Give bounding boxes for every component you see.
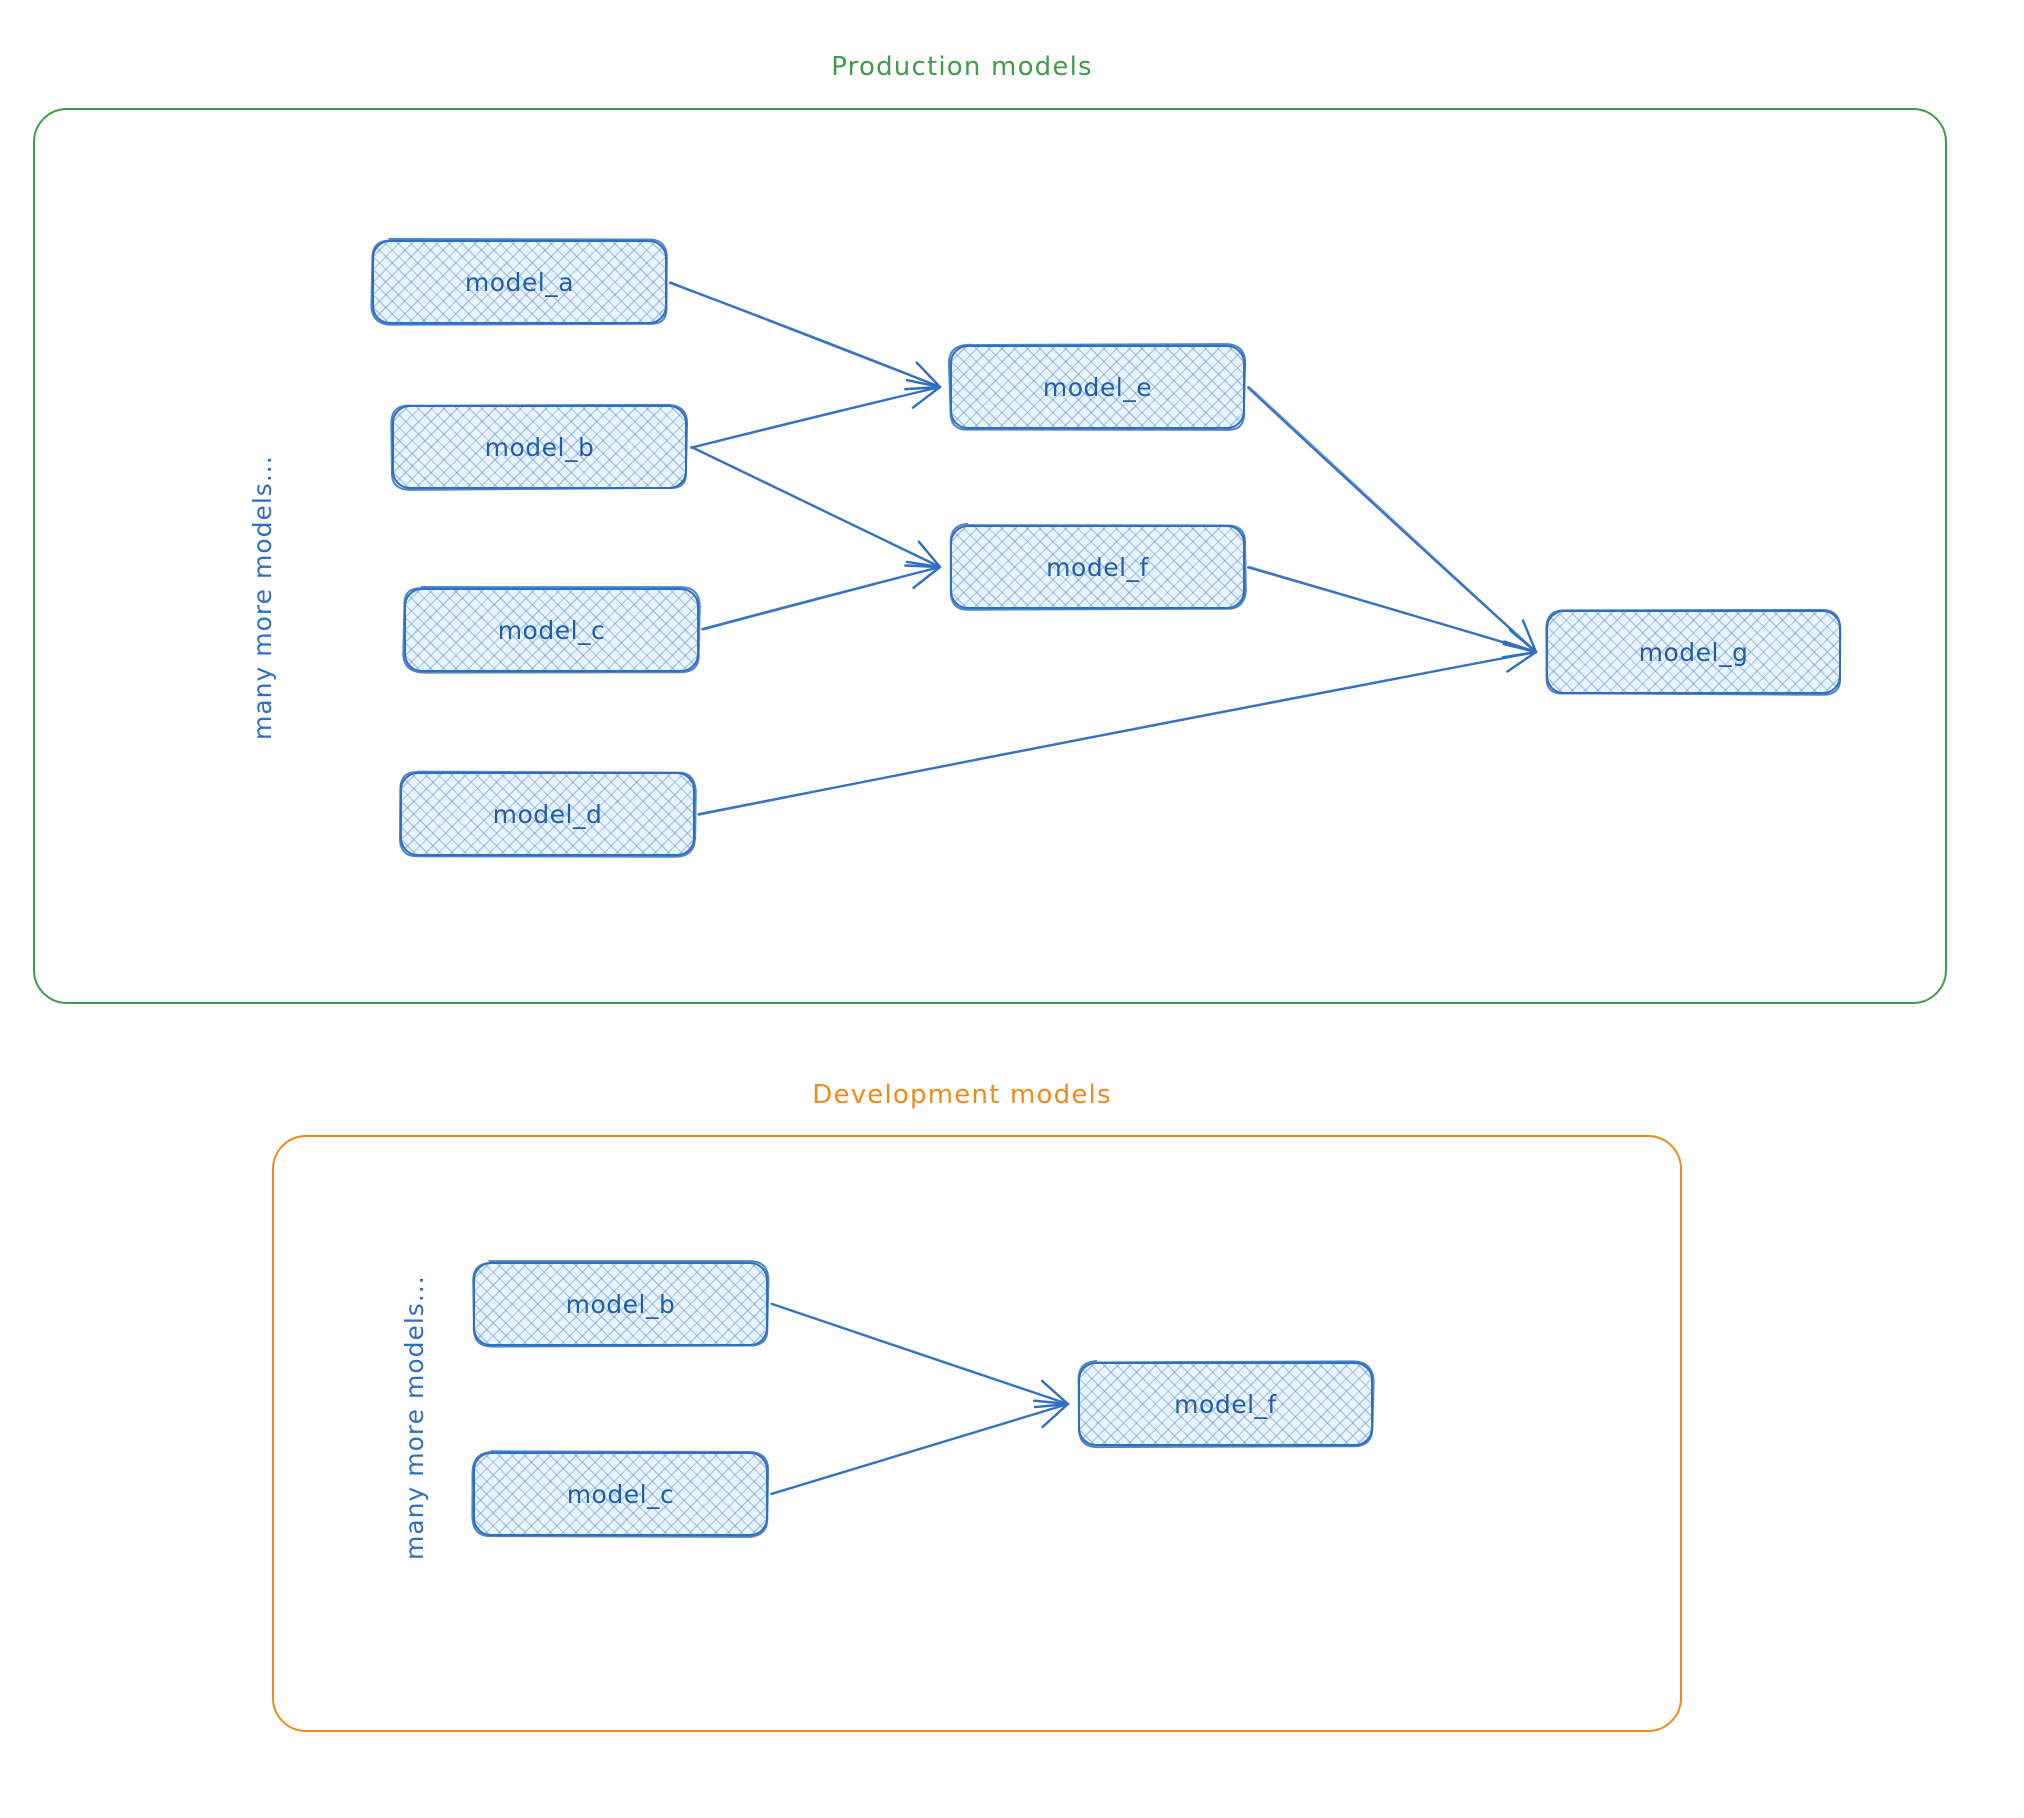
model-node-model_f[interactable]: model_f bbox=[950, 525, 1245, 609]
model-node-label: model_e bbox=[1042, 372, 1153, 402]
model-node-label: model_f bbox=[1046, 552, 1149, 582]
model-node-model_g[interactable]: model_g bbox=[1546, 610, 1841, 694]
many-more-models-label-production: many more models... bbox=[248, 455, 277, 740]
model-node-label: model_c bbox=[566, 1479, 675, 1509]
model-node-label: model_c bbox=[497, 615, 606, 645]
many-more-models-label-development: many more models... bbox=[400, 1275, 429, 1560]
model-node-label: model_g bbox=[1638, 637, 1749, 667]
model-node-label: model_a bbox=[464, 267, 575, 297]
group-title-production: Production models bbox=[831, 52, 1093, 82]
model-node-label: model_d bbox=[492, 799, 603, 829]
model-node-label: model_f bbox=[1174, 1389, 1277, 1419]
model-node-dev_model_f[interactable]: model_f bbox=[1078, 1362, 1373, 1446]
model-node-label: model_b bbox=[565, 1289, 676, 1319]
model-node-label: model_b bbox=[484, 432, 595, 462]
group-title-development: Development models bbox=[812, 1080, 1112, 1110]
model-node-model_c[interactable]: model_c bbox=[404, 588, 699, 672]
model-node-model_a[interactable]: model_a bbox=[372, 240, 667, 324]
model-node-dev_model_b[interactable]: model_b bbox=[473, 1262, 768, 1346]
model-node-dev_model_c[interactable]: model_c bbox=[473, 1452, 768, 1536]
group-container-development bbox=[272, 1135, 1682, 1732]
model-node-model_e[interactable]: model_e bbox=[950, 345, 1245, 429]
model-node-model_d[interactable]: model_d bbox=[400, 772, 695, 856]
group-container-production bbox=[33, 108, 1947, 1004]
model-node-model_b[interactable]: model_b bbox=[392, 405, 687, 489]
